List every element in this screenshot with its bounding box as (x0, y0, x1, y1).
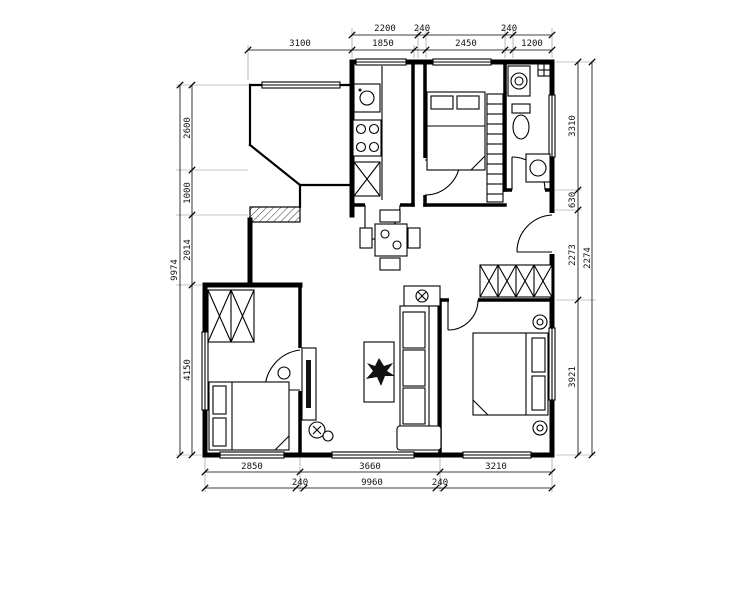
window (462, 451, 532, 459)
dining-chair (379, 209, 401, 223)
vent-icon (537, 63, 551, 77)
tv-stand (301, 347, 317, 421)
nightstand (532, 314, 548, 330)
stool (277, 366, 291, 380)
bedroom-right (472, 314, 549, 436)
dim-bottom-inner-1: 2850 (241, 462, 263, 472)
dim-bottom-outer-1: 240 (292, 478, 308, 488)
kitchen-sink (353, 83, 381, 113)
dim-left-outer-1: 9974 (170, 259, 180, 281)
dim-bottom-inner-3: 3210 (485, 462, 507, 472)
window (548, 94, 556, 158)
dim-right-inner-2: 630 (568, 192, 578, 208)
dim-top-outer-3: 240 (501, 24, 517, 34)
floor-plant (308, 421, 334, 442)
dim-left-inner-1: 2600 (183, 117, 193, 139)
dimension-labels: 2200 240 240 3100 1850 2450 1200 9974 26… (170, 24, 593, 488)
entry-wardrobe (479, 264, 553, 298)
balcony-walls (248, 83, 354, 209)
window (261, 81, 341, 89)
tv (306, 360, 311, 408)
washing-machine (507, 65, 531, 97)
kitchen-fixtures (352, 66, 383, 200)
dining-chair (407, 227, 421, 249)
door-bedroom-right (447, 299, 479, 331)
sofa (396, 305, 442, 451)
bedroom-left (207, 289, 291, 451)
dim-top-outer-1: 2200 (374, 24, 396, 34)
dim-right-inner-1: 3310 (568, 115, 578, 137)
door-entry (516, 214, 553, 253)
dimension-lines (179, 34, 593, 489)
dim-bottom-outer-3: 240 (432, 478, 448, 488)
dining-table (374, 223, 408, 257)
dim-bottom-inner-2: 3660 (359, 462, 381, 472)
dim-top-inner-1: 3100 (289, 39, 311, 49)
dim-left-inner-3: 2014 (183, 239, 193, 261)
window (201, 331, 209, 411)
dim-right-outer-1: 2274 (583, 247, 593, 269)
dim-right-inner-4: 3921 (568, 366, 578, 388)
windows (201, 58, 556, 459)
entry-area (403, 264, 553, 307)
dining-chair (359, 227, 373, 249)
hatched-wall (249, 206, 301, 223)
wall-openings (296, 158, 556, 391)
bed (426, 91, 486, 171)
dining-chair (379, 257, 401, 271)
stove (352, 119, 382, 157)
dim-left-inner-2: 1000 (183, 182, 193, 204)
kitchen-cabinet (353, 161, 381, 197)
living-room (301, 305, 442, 451)
nightstand (532, 420, 548, 436)
bed (208, 381, 290, 451)
plant-icon (366, 358, 395, 386)
dim-top-inner-4: 1200 (521, 39, 543, 49)
dining-set (359, 209, 421, 271)
dim-left-inner-4: 4150 (183, 359, 193, 381)
wash-basin (525, 153, 551, 183)
console-table (403, 285, 441, 307)
wardrobe (207, 289, 255, 343)
window (432, 58, 492, 66)
dim-top-inner-3: 2450 (455, 39, 477, 49)
window (548, 327, 556, 401)
dim-right-inner-3: 2273 (568, 244, 578, 266)
dim-bottom-outer-2: 9960 (361, 478, 383, 488)
window (219, 451, 285, 459)
extension-lines (176, 28, 596, 492)
bedroom-top (426, 91, 504, 203)
bathroom-fixtures (507, 63, 551, 183)
dim-top-outer-2: 240 (414, 24, 430, 34)
wardrobe-strip (486, 93, 504, 203)
bed (472, 332, 549, 416)
dim-top-inner-2: 1850 (372, 39, 394, 49)
toilet (511, 103, 531, 140)
coffee-table (363, 341, 395, 403)
window (331, 451, 415, 459)
window (355, 58, 407, 66)
